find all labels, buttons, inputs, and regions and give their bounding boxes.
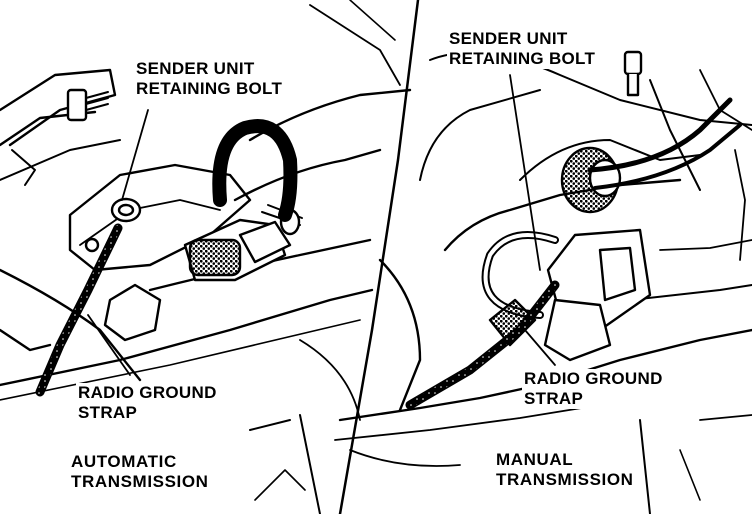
- right-caption-line-1: MANUAL: [496, 450, 574, 469]
- left-caption-line-2: TRANSMISSION: [71, 472, 209, 491]
- right-sender-label-line-1: SENDER UNIT: [449, 29, 568, 48]
- right-caption-line-2: TRANSMISSION: [496, 470, 634, 489]
- left-panel-caption: AUTOMATIC TRANSMISSION: [69, 452, 211, 492]
- left-sender-label-line-1: SENDER UNIT: [136, 59, 255, 78]
- right-radio-ground-strap-label: RADIO GROUND STRAP: [522, 369, 665, 409]
- left-sender-label-line-2: RETAINING BOLT: [136, 79, 283, 98]
- right-panel-art: [334, 50, 752, 514]
- left-sender-unit-label: SENDER UNIT RETAINING BOLT: [134, 59, 285, 99]
- right-panel-caption: MANUAL TRANSMISSION: [494, 450, 636, 490]
- right-strap-label-line-2: STRAP: [524, 389, 584, 408]
- left-panel-art: [0, 0, 412, 514]
- right-strap-label-line-1: RADIO GROUND: [524, 369, 663, 388]
- left-strap-label-line-1: RADIO GROUND: [78, 383, 217, 402]
- panel-divider: [338, 0, 420, 514]
- left-strap-label-line-2: STRAP: [78, 403, 138, 422]
- left-caption-line-1: AUTOMATIC: [71, 452, 177, 471]
- left-radio-ground-strap-label: RADIO GROUND STRAP: [76, 383, 219, 423]
- right-sender-unit-label: SENDER UNIT RETAINING BOLT: [447, 29, 598, 69]
- right-sender-label-line-2: RETAINING BOLT: [449, 49, 596, 68]
